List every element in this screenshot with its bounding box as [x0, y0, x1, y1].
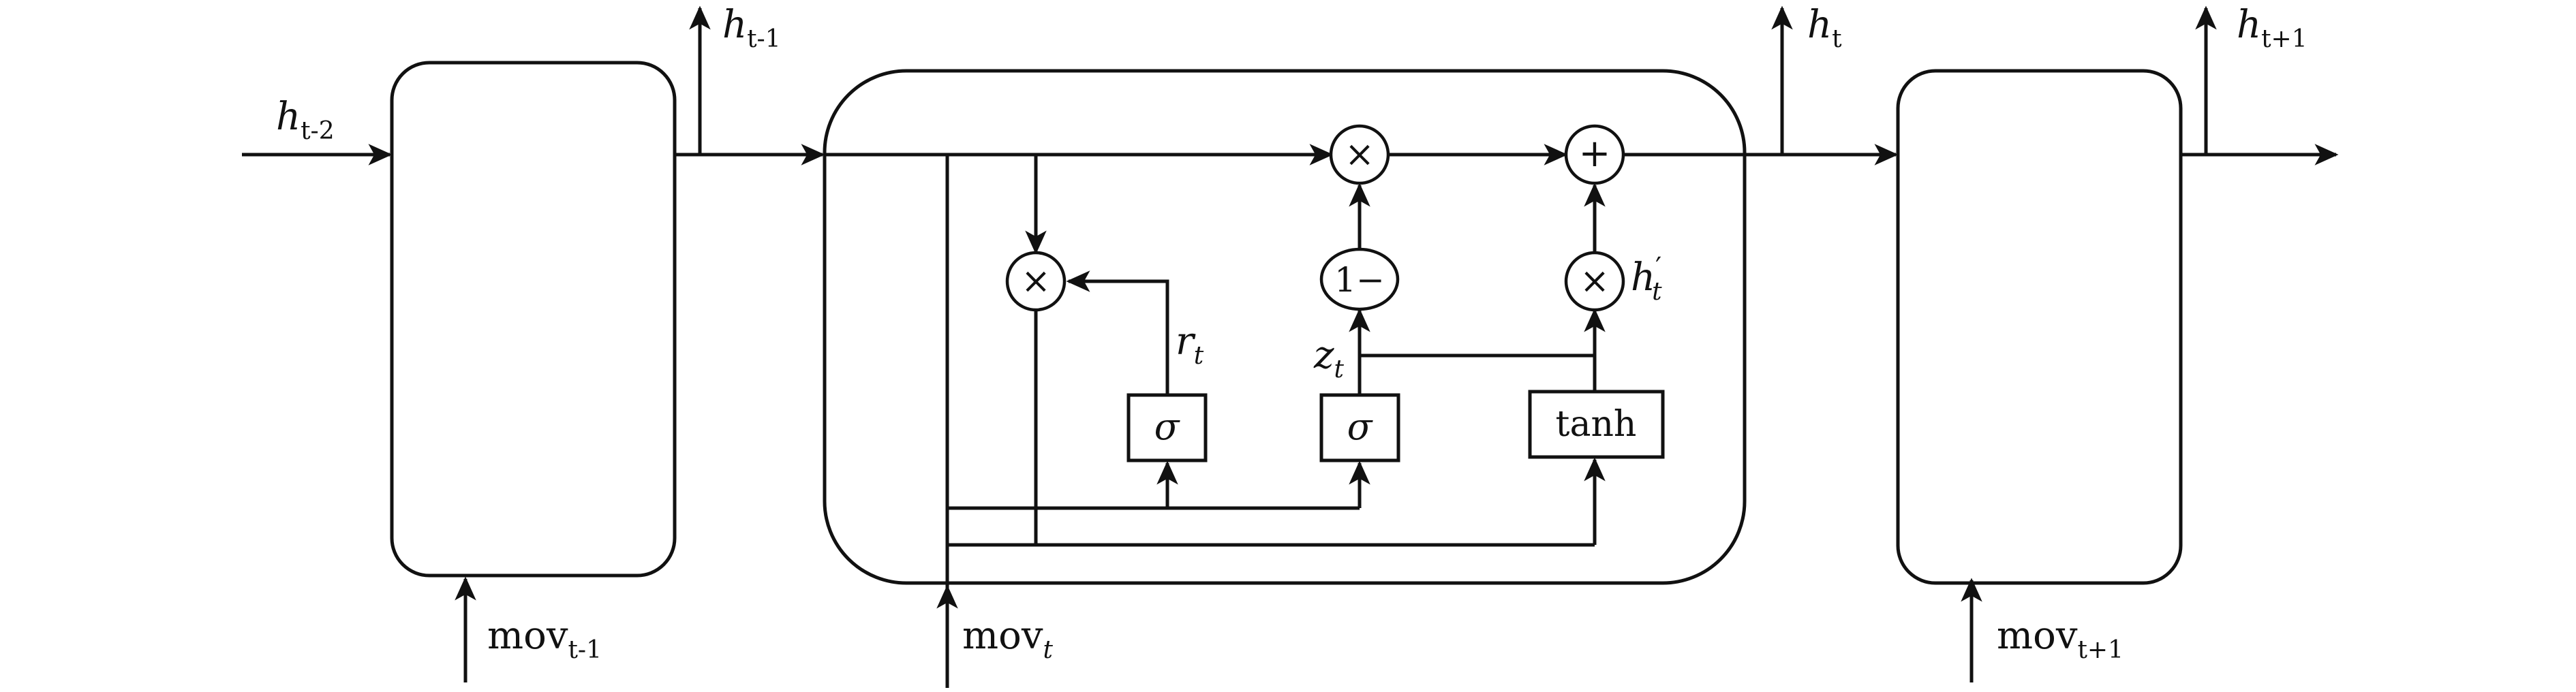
one-minus-label: 1− — [1334, 260, 1385, 300]
label-h-t+1: ht+1 — [2237, 3, 2307, 53]
plus-symbol: + — [1579, 131, 1611, 176]
reset-gate-to-mult — [1066, 270, 1169, 395]
label-mov-t: movt — [962, 614, 1053, 664]
candidate-mult-node: × — [1564, 251, 1625, 312]
cell-box-main — [823, 69, 1747, 585]
label-h-t: ht — [1807, 3, 1842, 53]
label-mov-t-1: movt-1 — [487, 614, 602, 664]
sigma-label: σ — [1347, 405, 1374, 448]
sigma-label: σ — [1154, 405, 1181, 448]
cell-box-next — [1896, 69, 2183, 585]
label-h-t-1: ht-1 — [722, 3, 781, 53]
tanh-label: tanh — [1556, 404, 1637, 445]
label-z-t: zt — [1313, 333, 1345, 383]
reset-gate-box: σ — [1126, 393, 1208, 462]
mult-node-top: × — [1329, 124, 1390, 185]
update-gate-box: σ — [1319, 393, 1400, 462]
one-minus-node: 1− — [1319, 247, 1400, 311]
cell-box-prev — [390, 61, 677, 578]
plus-node: + — [1564, 124, 1625, 185]
label-h-t-2: ht-2 — [276, 95, 335, 145]
times-symbol: × — [1345, 134, 1375, 175]
times-symbol: × — [1580, 261, 1610, 302]
reset-mult-node: × — [1005, 251, 1067, 312]
label-mov-t+1: movt+1 — [1997, 614, 2123, 664]
tanh-gate-box: tanh — [1528, 390, 1665, 459]
label-h-candidate: h′t — [1631, 252, 1662, 306]
label-r-t: rt — [1176, 319, 1204, 370]
times-symbol: × — [1021, 261, 1051, 302]
